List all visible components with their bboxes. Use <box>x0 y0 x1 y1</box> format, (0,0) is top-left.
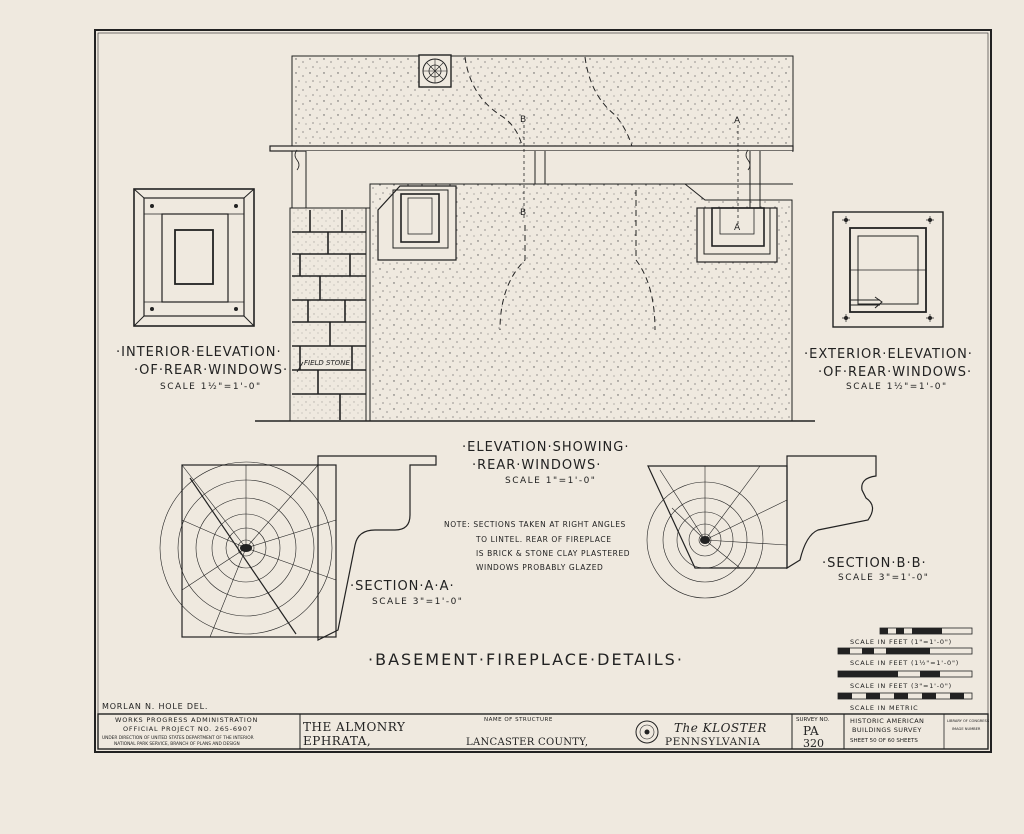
county-name: LANCASTER COUNTY, <box>466 737 588 748</box>
note-block: NOTE: SECTIONS TAKEN AT RIGHT ANGLES TO … <box>444 520 630 572</box>
survey-state: PA <box>803 724 819 738</box>
scale-bar-1: SCALE IN FEET (1"=1'-0") <box>850 627 973 646</box>
main-title: ·BASEMENT·FIREPLACE·DETAILS· <box>368 650 684 669</box>
structure-place: EPHRATA, <box>303 734 371 748</box>
central-elevation: B B A A FIELD STONE <box>255 54 815 422</box>
note-line: WINDOWS PROBABLY GLAZED <box>476 563 603 572</box>
field-stone-label: FIELD STONE <box>304 359 350 367</box>
elevation-title-line1: ·ELEVATION·SHOWING· <box>462 440 630 455</box>
exterior-elevation-caption: ·EXTERIOR·ELEVATION· ·OF·REAR·WINDOWS· S… <box>804 347 973 392</box>
survey-caption: SURVEY NO. <box>796 717 830 723</box>
scale-bar-label: SCALE IN FEET (3"=1'-0") <box>850 682 952 690</box>
habs-line2: BUILDINGS SURVEY <box>852 726 922 734</box>
section-a-caption: ·SECTION·A·A· SCALE 3"=1'-0" <box>350 579 463 607</box>
scale-bar-label: SCALE IN FEET (1"=1'-0") <box>850 638 952 646</box>
marker-a-top: A <box>734 116 741 126</box>
section-b-caption: ·SECTION·B·B· SCALE 3"=1'-0" <box>822 556 929 583</box>
structure-name: THE ALMONRY <box>303 720 406 734</box>
exterior-title-line1: ·EXTERIOR·ELEVATION· <box>804 347 973 362</box>
sheet-border <box>94 29 992 753</box>
section-b-title: ·SECTION·B·B· <box>822 556 927 571</box>
note-line: NOTE: SECTIONS TAKEN AT RIGHT ANGLES <box>444 520 626 529</box>
elevation-caption: ·ELEVATION·SHOWING· ·REAR·WINDOWS· SCALE… <box>462 440 630 486</box>
wpa-line3: UNDER DIRECTION OF UNITED STATES DEPARTM… <box>102 735 254 741</box>
note-line: IS BRICK & STONE CLAY PLASTERED <box>476 549 630 558</box>
delineator-signature: MORLAN N. HOLE DEL. <box>102 702 208 711</box>
exterior-scale: SCALE 1½"=1'-0" <box>846 382 948 392</box>
exterior-window-drawing <box>832 211 944 328</box>
scale-bars: SCALE IN FEET (1"=1'-0") SCALE IN FEET (… <box>837 627 973 712</box>
kloster-name: The KLOSTER <box>674 721 767 735</box>
section-a-title: ·SECTION·A·A· <box>350 579 455 594</box>
exterior-title-line2: ·OF·REAR·WINDOWS· <box>818 365 972 380</box>
scale-bar-label: SCALE IN FEET (1½"=1'-0") <box>850 659 959 667</box>
section-b-scale: SCALE 3"=1'-0" <box>838 573 929 583</box>
wpa-line4: NATIONAL PARK SERVICE, BRANCH OF PLANS A… <box>114 741 240 747</box>
marker-b-bottom: B <box>520 208 526 218</box>
marker-a-bottom: A <box>734 223 741 233</box>
interior-elevation-caption: ·INTERIOR·ELEVATION· ·OF·REAR·WINDOWS· S… <box>116 345 288 392</box>
elevation-window-right <box>696 207 778 263</box>
seal-icon <box>635 720 659 744</box>
interior-title-line2: ·OF·REAR·WINDOWS· <box>134 363 288 378</box>
marker-b-top: B <box>520 115 526 125</box>
section-a-drawing <box>159 455 437 641</box>
wpa-line1: WORKS PROGRESS ADMINISTRATION <box>115 716 258 724</box>
wpa-line2: OFFICIAL PROJECT NO. 265-6907 <box>123 725 253 733</box>
elevation-scale: SCALE 1"=1'-0" <box>505 476 596 486</box>
section-b-drawing <box>646 455 877 599</box>
sheet-info: SHEET 50 OF 60 SHEETS <box>850 738 918 744</box>
brick-masonry <box>289 207 367 422</box>
scale-bar-3: SCALE IN FEET (3"=1'-0") <box>837 670 973 690</box>
survey-number: 320 <box>803 737 824 750</box>
habs-line1: HISTORIC AMERICAN <box>850 717 924 725</box>
interior-window-drawing <box>133 188 255 327</box>
kloster-state: PENNSYLVANIA <box>665 736 761 748</box>
elevation-title-line2: ·REAR·WINDOWS· <box>472 458 601 473</box>
interior-scale: SCALE 1½"=1'-0" <box>160 382 262 392</box>
section-a-scale: SCALE 3"=1'-0" <box>372 597 463 607</box>
elevation-window-left <box>377 185 457 261</box>
scale-bar-label: SCALE IN METRIC <box>850 704 918 712</box>
scale-bar-2: SCALE IN FEET (1½"=1'-0") <box>837 647 973 667</box>
title-block: WORKS PROGRESS ADMINISTRATION OFFICIAL P… <box>97 713 990 750</box>
scale-bar-4: SCALE IN METRIC <box>837 692 973 712</box>
library-line2: IMAGE NUMBER <box>952 727 981 731</box>
interior-title-line1: ·INTERIOR·ELEVATION· <box>116 345 282 360</box>
note-line: TO LINTEL. REAR OF FIREPLACE <box>475 535 612 544</box>
vent-grille-icon <box>418 54 452 88</box>
library-line1: LIBRARY OF CONGRESS <box>947 719 990 723</box>
name-of-structure-caption: NAME OF STRUCTURE <box>484 717 553 723</box>
